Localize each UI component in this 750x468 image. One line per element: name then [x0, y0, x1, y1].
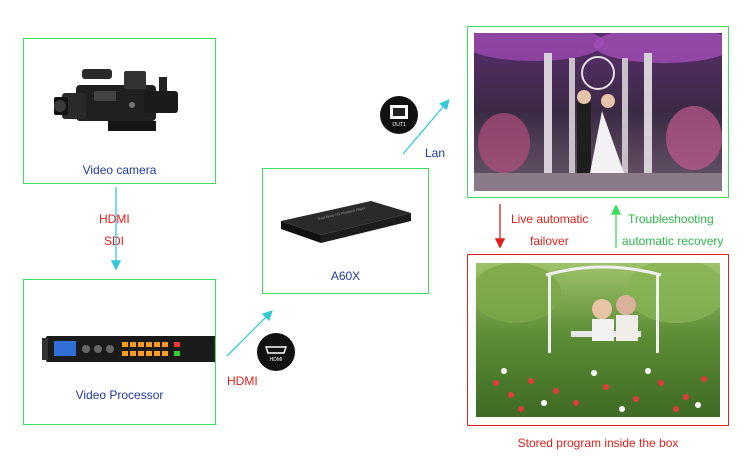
live-screen-node — [467, 26, 729, 198]
garden-scene-image — [476, 263, 720, 417]
failover-label-line2: failover — [530, 234, 569, 248]
sdi-input-label: SDI — [104, 234, 125, 248]
hdmi-output-label: HDMI — [227, 374, 258, 388]
stored-program-node — [467, 254, 729, 426]
a60x-device-image: Dual Mode HD Playback Player — [281, 201, 411, 243]
hdmi-input-label: HDMI — [99, 212, 130, 226]
video-processor-image — [42, 336, 215, 362]
lan-port-icon: OUT1 — [380, 96, 418, 134]
lan-port-text: OUT1 — [392, 122, 406, 128]
a60x-player-node: Dual Mode HD Playback Player A60X — [262, 168, 429, 294]
failover-label-line1: Live automatic — [511, 212, 589, 226]
video-processor-node: Video Processor — [23, 279, 216, 425]
lan-label: Lan — [425, 146, 446, 160]
arrow-processor-to-player — [226, 310, 273, 357]
hdmi-port-text: HDMI — [270, 357, 283, 363]
video-camera-image — [54, 69, 178, 131]
arrow-player-to-screen — [402, 99, 450, 155]
recovery-label-line2: automatic recovery — [622, 234, 724, 248]
recovery-label-line1: Troubleshooting — [628, 212, 714, 226]
video-camera-label: Video camera — [82, 163, 157, 177]
wedding-scene-image — [474, 33, 722, 191]
video-processor-label: Video Processor — [75, 388, 164, 402]
video-camera-node: Video camera — [23, 38, 216, 184]
stored-program-label: Stored program inside the box — [517, 436, 679, 450]
a60x-label: A60X — [330, 269, 361, 283]
hdmi-port-icon: HDMI — [257, 333, 295, 371]
